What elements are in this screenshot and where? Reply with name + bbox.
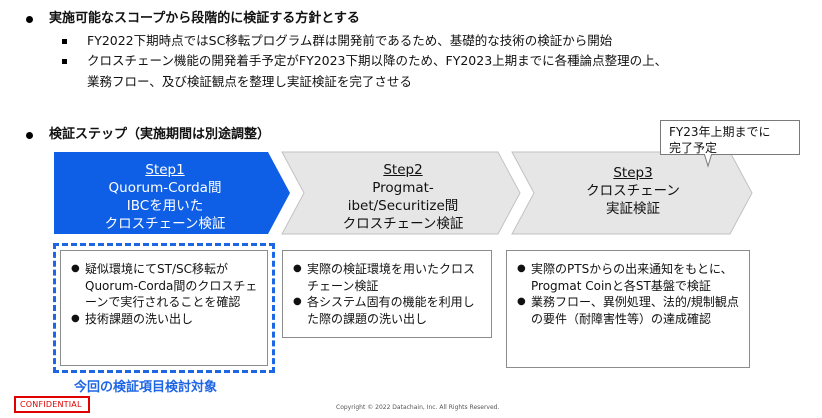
step2-line: ibet/Securitize間 [347,198,459,214]
step2-title: Step2 [383,162,423,178]
step1-title: Step1 [145,162,185,178]
detail-text: 実際の検証環境を用いたクロスチェーン検証 [307,262,476,293]
step2-line: クロスチェーン検証 [342,216,464,232]
step2-line: Progmat- [372,180,434,196]
bullet-dot-icon: ● [71,263,80,274]
section1-subitem: FY2022下期時点ではSC移転プログラム群は開発前であるため、基礎的な技術の検… [87,33,613,48]
step2-label: Step2 Progmat- ibet/Securitize間 クロスチェーン検… [298,161,508,233]
detail-text: 業務フロー、異例処理、法的/規制観点の要件（耐障害性等）の達成確認 [531,295,739,326]
bullet-square-icon [62,58,67,64]
bullet-dot-icon [26,15,33,23]
note-line1: FY23年上期までに [669,125,771,139]
bullet-dot-icon: ● [293,263,302,274]
step3-line: 実証検証 [606,201,660,217]
list-item: ● 実際のPTSからの出来通知をもとに、Progmat Coinと各ST基盤で検… [517,261,741,294]
target-frame [53,243,275,373]
section1-subitem: 業務フロー、及び検証観点を整理し実証検証を完了させる [87,74,412,89]
copyright-text: Copyright © 2022 Datachain, Inc. All Rig… [336,404,500,411]
detail-text: 実際のPTSからの出来通知をもとに、Progmat Coinと各ST基盤で検証 [531,262,733,293]
step3-title: Step3 [613,165,653,181]
detail-text: 各システム固有の機能を利用した際の課題の洗い出し [307,295,475,326]
bullet-dot-icon: ● [517,263,526,274]
detail-text: 疑似環境にてST/SC移転が Quorum-Corda間のクロスチェーンで実行さ… [85,262,258,309]
list-item: ● 技術課題の洗い出し [71,311,259,328]
bullet-dot-icon [26,131,33,139]
note-pointer-cover [705,153,711,155]
note-line2: 完了予定 [669,141,718,155]
section1-subitem: クロスチェーン機能の開発着手予定がFY2023下期以降のため、FY2023上期ま… [87,53,668,68]
step1-arrow-shape [54,152,290,234]
list-item: FY2022下期時点ではSC移転プログラム群は開発前であるため、基礎的な技術の検… [62,31,816,51]
bullet-dot-icon: ● [293,296,302,307]
detail-text: 技術課題の洗い出し [85,311,194,326]
step2-detail-box: ● 実際の検証環境を用いたクロスチェーン検証 ● 各システム固有の機能を利用した… [282,250,492,338]
bullet-dot-icon: ● [71,312,80,324]
step3-line: クロスチェーン [586,183,680,199]
section2-heading: 検証ステップ（実施期間は別途調整） [49,127,271,142]
step1-detail-box: ● 疑似環境にてST/SC移転が Quorum-Corda間のクロスチェーンで実… [60,250,268,366]
list-item: ● 各システム固有の機能を利用した際の課題の洗い出し [293,294,483,327]
list-item: ● 実際の検証環境を用いたクロスチェーン検証 [293,261,483,294]
step3-detail-box: ● 実際のPTSからの出来通知をもとに、Progmat Coinと各ST基盤で検… [506,250,750,368]
section1-heading-row: 実施可能なスコープから段階的に検証する方針とする [26,10,816,28]
step3-label: Step3 クロスチェーン 実証検証 [528,164,738,218]
confidential-badge: CONFIDENTIAL [14,396,90,413]
list-item: クロスチェーン機能の開発着手予定がFY2023下期以降のため、FY2023上期ま… [62,51,816,71]
bullet-square-icon [62,38,67,44]
completion-note: FY23年上期までに 完了予定 [660,120,800,155]
bullet-dot-icon: ● [517,296,526,307]
step1-line: クロスチェーン検証 [104,216,226,232]
step2-arrow-shape [281,151,521,235]
list-item: ● 疑似環境にてST/SC移転が Quorum-Corda間のクロスチェーンで実… [71,261,259,311]
list-item: ● 業務フロー、異例処理、法的/規制観点の要件（耐障害性等）の達成確認 [517,294,741,327]
step1-label: Step1 Quorum-Corda間 IBCを用いた クロスチェーン検証 [60,161,270,233]
target-label: 今回の検証項目検討対象 [74,380,218,395]
section1-subitems: FY2022下期時点ではSC移転プログラム群は開発前であるため、基礎的な技術の検… [62,31,816,92]
section1: 実施可能なスコープから段階的に検証する方針とする FY2022下期時点ではSC移… [26,10,816,92]
list-item-continuation: 業務フロー、及び検証観点を整理し実証検証を完了させる [62,71,816,92]
step1-line: IBCを用いた [126,198,204,214]
section1-heading: 実施可能なスコープから段階的に検証する方針とする [49,11,360,26]
section2-heading-row: 検証ステップ（実施期間は別途調整） [26,126,270,144]
step1-line: Quorum-Corda間 [108,180,222,196]
